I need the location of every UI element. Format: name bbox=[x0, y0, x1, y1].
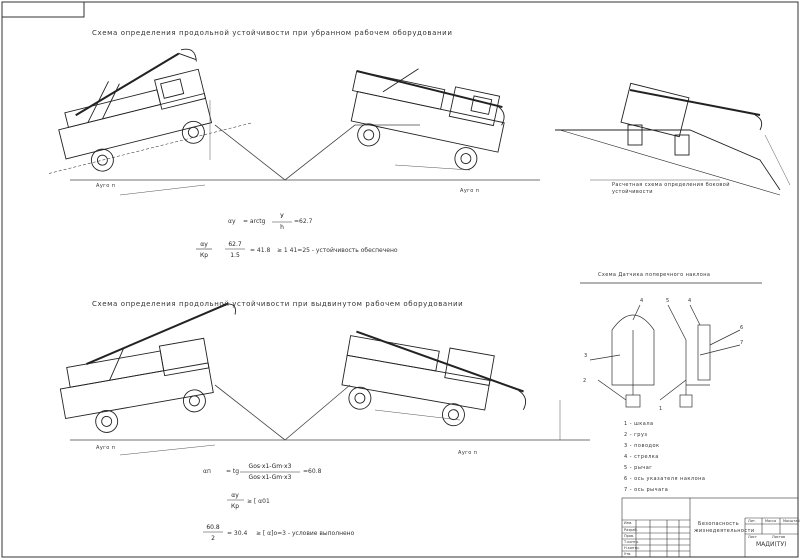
tb-row: Т.контр. bbox=[624, 540, 640, 544]
col-header-lit: Лит. bbox=[748, 519, 757, 523]
formula-3-lhs: αп bbox=[203, 468, 211, 475]
formula-1-op: = arctg bbox=[243, 218, 266, 225]
angle-label: Aуго п bbox=[460, 188, 480, 194]
incl-label-1: 1 bbox=[659, 406, 663, 412]
legend-item: 4 - стрелка bbox=[624, 454, 659, 460]
formula-4-num: αу bbox=[231, 492, 239, 499]
legend-item: 5 - рычаг bbox=[624, 465, 653, 471]
col-header-mass: Масса bbox=[765, 519, 777, 523]
tb-row: Изм. bbox=[624, 521, 633, 525]
ground-lines-bottom bbox=[70, 384, 590, 441]
fraction-bars bbox=[196, 221, 300, 533]
formula-2-num: αу bbox=[200, 241, 208, 248]
tb-row: Н.контр. bbox=[624, 546, 640, 550]
formula-5-conclusion: ≥ [ α]o=3 - условие выполнено bbox=[256, 530, 355, 537]
truck-bottom-right bbox=[341, 330, 527, 427]
formula-2-result: = 41.8 bbox=[250, 247, 271, 254]
bottom-diagram-title: Схема определения продольной устойчивост… bbox=[92, 300, 464, 308]
formula-3-result: =60.8 bbox=[303, 468, 322, 475]
inclinometer-title: Схема Датчика поперечного наклона bbox=[598, 272, 711, 278]
truck-top-middle bbox=[350, 68, 505, 171]
sheets-label: Листов bbox=[772, 535, 786, 539]
tb-row: Утв. bbox=[624, 552, 632, 556]
formula-4-result: ≥ [ α01 bbox=[247, 498, 270, 505]
formula-2-conclusion: ≥ 1 41=25 - устойчивость обеспечено bbox=[277, 247, 398, 254]
legend-item: 6 - ось указателя наклона bbox=[624, 476, 706, 482]
formula-3-num: Gos⋅x1-Gm⋅x3 bbox=[248, 463, 292, 470]
angle-label: Aуго п bbox=[96, 183, 116, 189]
truck-top-right bbox=[555, 82, 781, 196]
formula-2-den: Кр bbox=[199, 252, 209, 259]
angle-label: Aуго п bbox=[458, 450, 478, 456]
formula-1-num: У bbox=[280, 213, 284, 220]
formula-1-den: h bbox=[280, 224, 284, 231]
ground-lines-top bbox=[70, 124, 540, 181]
legend-item: 1 - шкала bbox=[624, 421, 654, 427]
formula-2-num-val: 62.7 bbox=[228, 241, 242, 248]
legend: 1 - шкала 2 - груз 3 - поводок 4 - стрел… bbox=[624, 421, 706, 498]
formula-2-den-val: 1.5 bbox=[230, 252, 240, 259]
truck-bottom-left bbox=[59, 302, 236, 433]
doc-title-line1: Безопасность bbox=[698, 521, 740, 527]
incl-label-4b: 4 bbox=[688, 298, 692, 304]
dimension-lines bbox=[119, 100, 791, 456]
doc-title-line2: жизнедеятельности bbox=[694, 528, 755, 534]
formula-1-lhs: αу bbox=[228, 218, 236, 225]
incl-label-6: 6 bbox=[740, 325, 744, 331]
tb-row: Пров. bbox=[624, 534, 635, 538]
formula-5-result: = 30.4 bbox=[227, 530, 248, 537]
formula-5-num: 60.8 bbox=[206, 524, 220, 531]
top-diagram-title: Схема определения продольной устойчивост… bbox=[92, 29, 453, 37]
legend-item: 7 - ось рычага bbox=[624, 487, 669, 493]
incl-label-3: 3 bbox=[584, 353, 588, 359]
formula-4-den: Кр bbox=[230, 503, 240, 510]
incl-label-5: 5 bbox=[666, 298, 670, 304]
col-header-scale: Масштаб bbox=[783, 519, 800, 523]
formula-5-den: 2 bbox=[211, 535, 215, 542]
tb-row: Разраб. bbox=[624, 528, 638, 532]
formula-3-op: = tg bbox=[226, 468, 240, 475]
inclinometer-schematic bbox=[580, 282, 762, 408]
org-name: МАДИ(ТУ) bbox=[756, 541, 787, 548]
sheet-label: Лист bbox=[748, 535, 757, 539]
incl-label-4a: 4 bbox=[640, 298, 644, 304]
formula-3-den: Gos⋅x1-Gm⋅x3 bbox=[248, 474, 292, 481]
legend-item: 2 - груз bbox=[624, 432, 648, 438]
formula-1-result: =62.7 bbox=[294, 218, 313, 225]
incl-label-2: 2 bbox=[583, 378, 587, 384]
title-block bbox=[621, 497, 799, 558]
incl-label-7: 7 bbox=[740, 340, 744, 346]
angle-label: Aуго п bbox=[96, 445, 116, 451]
truck-top-left bbox=[48, 48, 253, 174]
legend-item: 3 - поводок bbox=[624, 443, 660, 449]
side-calc-title: Расчетная схема определения боковой усто… bbox=[612, 182, 730, 195]
